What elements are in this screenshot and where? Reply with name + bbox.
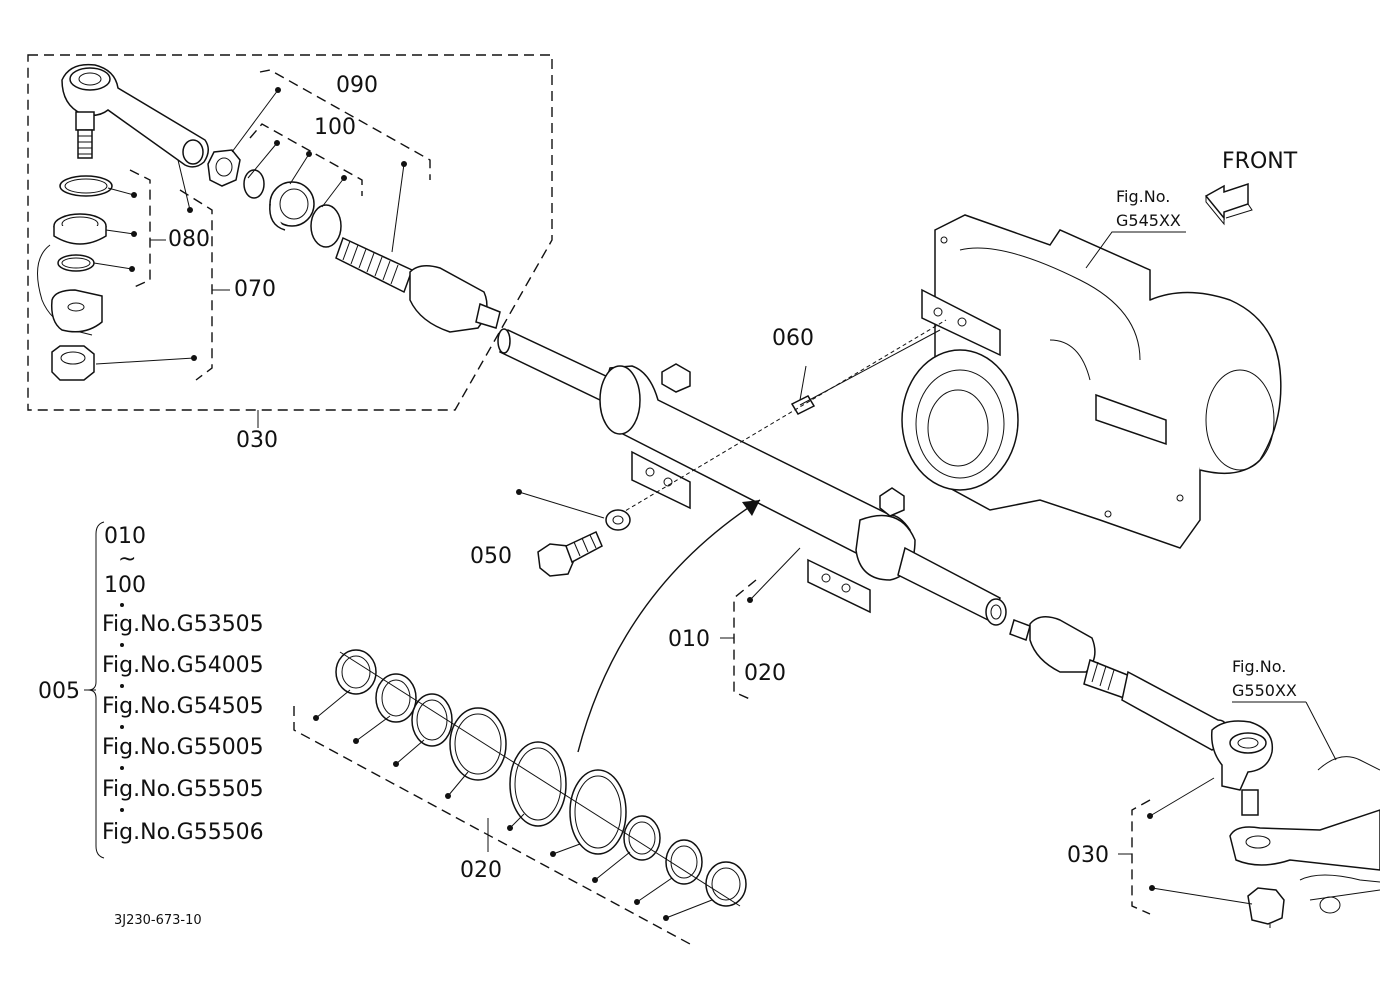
fig-ref-g550xx-line1: Fig.No. [1232, 657, 1286, 676]
seal-kit-leaders [313, 689, 713, 921]
label-010: 010 [668, 627, 710, 652]
leaders-top-box [93, 87, 407, 365]
tie-rod-end-top [61, 63, 209, 168]
seal-stack-top [53, 175, 113, 272]
fig-ref-4: Fig.No.G55005 [102, 735, 264, 760]
power-steering-cylinder [497, 328, 1007, 626]
bracket-030-bottom [1131, 799, 1151, 915]
bracket-070 [179, 189, 213, 381]
label-020-right: 020 [744, 661, 786, 686]
range-from: 010 [104, 524, 146, 549]
fig-ref-1: Fig.No.G53505 [102, 612, 264, 637]
bracket-090 [259, 69, 431, 180]
fig-ref-2: Fig.No.G54005 [102, 653, 264, 678]
bracket-100 [249, 123, 363, 196]
label-060: 060 [772, 326, 814, 351]
fig-ref-3: Fig.No.G54505 [102, 694, 264, 719]
front-label: FRONT [1222, 149, 1298, 174]
front-arrow-icon [1204, 182, 1253, 226]
leader-g545xx [1085, 231, 1186, 269]
transmission-case-g545xx [901, 214, 1282, 549]
fig-ref-g550xx-line2: G550XX [1232, 681, 1297, 700]
fig-ref-g545xx-line1: Fig.No. [1116, 187, 1170, 206]
label-080: 080 [168, 227, 210, 252]
label-070: 070 [234, 277, 276, 302]
range-to: 100 [104, 573, 146, 598]
leader-g550xx [1232, 701, 1337, 761]
washer-050 [605, 509, 631, 531]
label-030-top: 030 [236, 428, 278, 453]
range-tilde: ~ [118, 547, 136, 572]
ring-100 [243, 169, 265, 199]
fig-ref-g545xx-line2: G545XX [1116, 211, 1181, 230]
tie-rod-right [1009, 616, 1274, 816]
snap-ring-top [310, 204, 342, 248]
assembly-box-030 [27, 54, 553, 411]
knuckle-arm-sketch [37, 244, 103, 336]
fig-ref-5: Fig.No.G55505 [102, 777, 264, 802]
bracket-020-bottom [293, 706, 691, 945]
nut-top-box [51, 345, 95, 381]
nut-bottom-right [1247, 887, 1285, 925]
label-020-bottom: 020 [460, 858, 502, 883]
label-030-bottom: 030 [1067, 843, 1109, 868]
knuckle-g550xx [1229, 756, 1380, 914]
label-050: 050 [470, 544, 512, 569]
fig-dots [120, 603, 124, 812]
drawing-number: 3J230-673-10 [114, 913, 202, 928]
bracket-080 [129, 169, 151, 289]
bracket-010-020 [733, 579, 757, 701]
guide-line-bolt [619, 319, 947, 515]
inner-tie-rod-top [335, 236, 501, 333]
nut-090 [207, 149, 241, 187]
label-100: 100 [314, 115, 356, 140]
label-005: 005 [38, 679, 80, 704]
label-090: 090 [336, 73, 378, 98]
bolt-050 [537, 530, 603, 577]
curved-arrow [577, 499, 761, 753]
seal-100 [269, 181, 315, 231]
fig-ref-6: Fig.No.G55506 [102, 820, 264, 845]
